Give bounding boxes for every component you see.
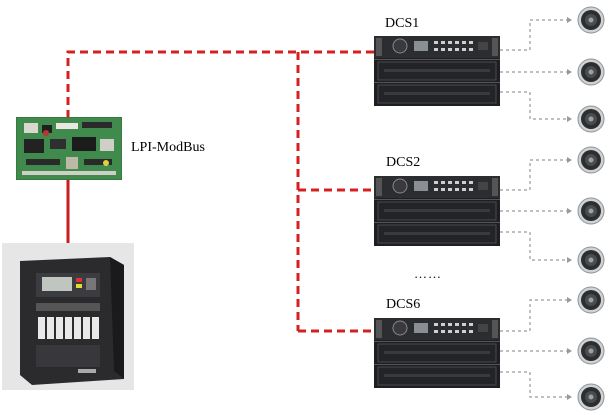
dcs2-label: DCS2 (386, 155, 421, 170)
speaker-link-7 (500, 299, 568, 332)
speaker-icon (577, 286, 605, 314)
speaker-icon (577, 146, 605, 174)
speaker-link-arrowhead (567, 394, 572, 400)
amplifier-rack-dcs6 (374, 318, 500, 388)
speaker-icon (577, 383, 605, 411)
speaker-link-arrowhead (567, 257, 572, 263)
fire-alarm-panel-icon (2, 243, 134, 390)
speaker-icon (577, 58, 605, 86)
speaker-link-arrowhead (567, 116, 572, 122)
board-label: LPI-ModBus (131, 140, 205, 155)
speaker-icon (577, 246, 605, 274)
dcs1-label: DCS1 (385, 16, 420, 31)
amplifier-rack-dcs1 (374, 36, 500, 106)
speaker-icon (577, 197, 605, 225)
bus-line-board-to-top (66, 50, 378, 118)
speaker-link-9 (500, 371, 568, 398)
modbus-board-icon (16, 117, 122, 180)
speaker-icon (577, 337, 605, 365)
speaker-link-6 (500, 231, 568, 261)
speaker-link-arrowhead (567, 157, 572, 163)
speaker-link-arrowhead (567, 297, 572, 303)
ellipsis-label: …… (414, 266, 442, 281)
speaker-link-arrowhead (567, 69, 572, 75)
speaker-link-arrowhead (567, 208, 572, 214)
speaker-link-arrowhead (567, 17, 572, 23)
dcs6-label: DCS6 (386, 297, 421, 312)
speaker-link-3 (500, 91, 568, 120)
speaker-link-1 (500, 19, 568, 51)
speaker-icon (577, 105, 605, 133)
speaker-link-arrowhead (567, 348, 572, 354)
speaker-link-4 (500, 159, 568, 191)
amplifier-rack-dcs2 (374, 176, 500, 246)
speaker-icon (577, 6, 605, 34)
